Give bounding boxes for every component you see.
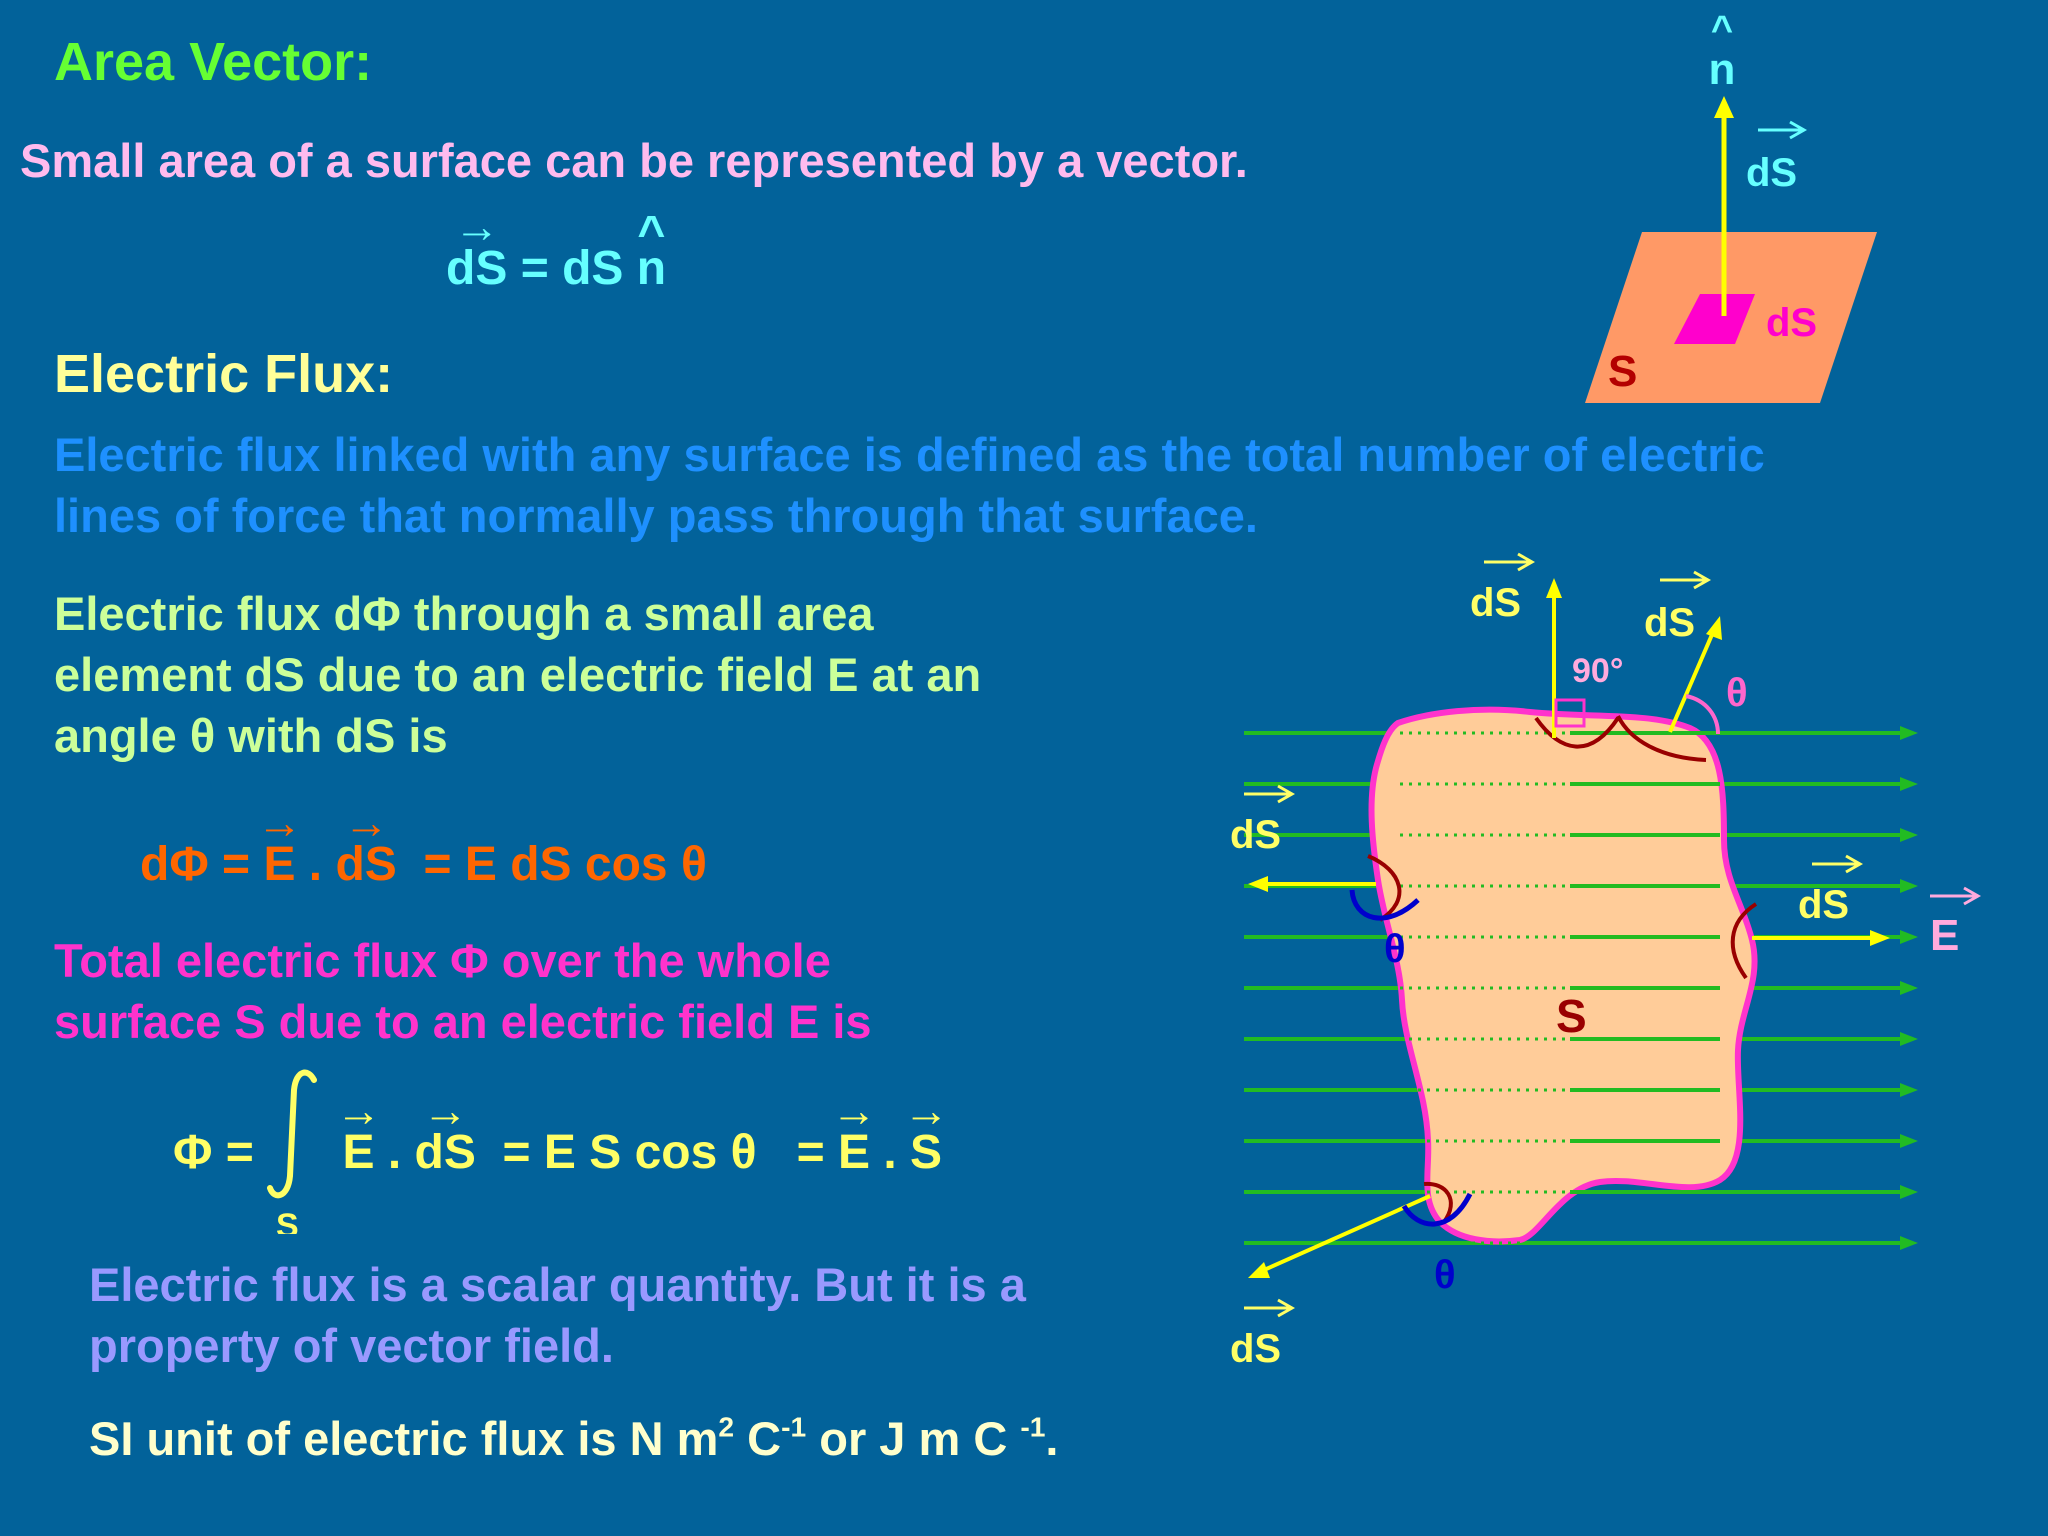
si-unit-mid-2: or J m C	[806, 1412, 1021, 1465]
ds-right-label: dS	[1798, 883, 1849, 927]
si-unit-suffix: .	[1045, 1412, 1059, 1465]
eq2-s-vector: S	[910, 1124, 942, 1183]
eq1-dot: .	[308, 838, 323, 891]
ds-bottom-label: dS	[1230, 1327, 1281, 1371]
theta-top-label: θ	[1726, 671, 1748, 715]
si-unit-sup-minus-1: -1	[781, 1410, 807, 1443]
angle-90-label: 90°	[1572, 652, 1623, 690]
eq1-rhs: = E dS cos θ	[423, 838, 707, 891]
ds-right-arrowhead-icon	[1870, 930, 1890, 946]
small-area-line-1: Electric flux dΦ through a small area	[54, 587, 874, 640]
field-line-arrowhead-icon	[1900, 930, 1918, 944]
integral-subscript: S	[276, 1207, 299, 1234]
area-vector-heading: Area Vector:	[54, 32, 373, 92]
field-line-arrowhead-icon	[1900, 1032, 1918, 1046]
ds-left-arrowhead-icon	[1248, 876, 1268, 892]
field-line-arrowhead-icon	[1900, 1134, 1918, 1148]
patch-right	[1730, 902, 1758, 980]
area-element-patch	[1674, 294, 1755, 344]
field-e-vector-arrow-icon	[1930, 886, 1982, 906]
ds-patch-label: dS	[1766, 301, 1817, 345]
si-unit-statement: SI unit of electric flux is N m2 C-1 or …	[89, 1410, 1058, 1467]
eq1-ds-vector: dS	[335, 836, 396, 895]
field-line-arrowhead-icon	[1900, 879, 1918, 893]
eq2-middle: = E S cos θ	[502, 1126, 757, 1179]
field-line-arrowhead-icon	[1900, 981, 1918, 995]
ds-top-right-vector-arrow-icon	[1660, 570, 1712, 590]
field-line-arrowhead-icon	[1900, 1185, 1918, 1199]
total-flux-equation: Φ = E . dS = E S cos θ = E . S	[173, 1124, 942, 1183]
integral-sign-icon	[267, 1069, 317, 1199]
small-area-line-2: element dS due to an electric field E at…	[54, 648, 982, 701]
si-unit-mid-1: C	[734, 1412, 782, 1465]
surface-s-label: S	[1608, 347, 1637, 396]
right-angle-marker-icon	[1554, 698, 1586, 728]
field-line-arrowhead-icon	[1900, 828, 1918, 842]
ds-right-vector-arrow-icon	[1812, 854, 1864, 874]
ds-left-vector-arrow-icon	[1244, 784, 1296, 804]
eq1-e-vector: E	[263, 836, 295, 895]
total-flux-line-2: surface S due to an electric field E is	[54, 995, 872, 1048]
si-unit-sup-2: 2	[718, 1410, 735, 1443]
patch-top-right	[1616, 715, 1707, 762]
field-line-arrowhead-icon	[1900, 1236, 1918, 1250]
area-vector-intro: Small area of a surface can be represent…	[20, 134, 1248, 187]
unit-normal-symbol: n	[637, 240, 666, 299]
ds-top-right-label: dS	[1644, 601, 1695, 645]
ds-top-label: dS	[1470, 581, 1521, 625]
theta-left-arc	[1349, 889, 1420, 921]
flux-definition-line-2: lines of force that normally pass throug…	[54, 489, 1258, 542]
theta-top-arc	[1685, 694, 1720, 735]
si-unit-sup-minus-1-b: -1	[1020, 1410, 1046, 1443]
area-vector-equation: dS = dS n	[446, 240, 666, 299]
surface-parallelogram	[1585, 232, 1877, 403]
ds-top-right-arrow	[1668, 629, 1716, 733]
normal-hat-icon: ^	[1711, 9, 1733, 51]
field-e-label: E	[1930, 911, 1959, 960]
ds-left-label: dS	[1230, 813, 1281, 857]
scalar-note-line-2: property of vector field.	[89, 1319, 614, 1372]
equals-sign: =	[520, 242, 549, 295]
patch-top	[1534, 716, 1620, 749]
normal-arrowhead-icon	[1714, 96, 1734, 118]
si-unit-prefix: SI unit of electric flux is N m	[89, 1412, 719, 1465]
field-lines-dotted	[1400, 731, 1720, 1245]
field-lines	[1244, 726, 1918, 1250]
theta-left-label: θ	[1384, 927, 1406, 971]
ds-vector-label: dS	[1746, 151, 1797, 195]
ds-vector-arrow-icon	[1758, 120, 1808, 140]
ds-top-arrowhead-icon	[1546, 578, 1562, 598]
ds-vector-symbol: dS	[446, 240, 507, 299]
small-area-line-3: angle θ with dS is	[54, 709, 448, 762]
eq2-e-vector-2: E	[838, 1124, 870, 1183]
differential-flux-equation: dΦ = E . dS = E dS cos θ	[140, 836, 707, 895]
field-line-arrowhead-icon	[1900, 726, 1918, 740]
flux-definition-line-1: Electric flux linked with any surface is…	[54, 428, 1765, 481]
eq2-e-vector: E	[342, 1124, 374, 1183]
irregular-surface-blob	[1368, 706, 1758, 1245]
field-line-arrowhead-icon	[1900, 1083, 1918, 1097]
ds-bottom-vector-arrow-icon	[1244, 1298, 1296, 1318]
eq2-equals: =	[796, 1126, 825, 1179]
theta-bottom-arc	[1401, 1192, 1473, 1227]
theta-bottom-label: θ	[1434, 1253, 1456, 1297]
total-flux-line-1: Total electric flux Φ over the whole	[54, 934, 831, 987]
eq2-dot: .	[387, 1126, 402, 1179]
eq2-dot-2: .	[883, 1126, 897, 1179]
flux-surface-s-label: S	[1556, 990, 1587, 1042]
normal-n-label: n	[1709, 45, 1736, 94]
scalar-note-line-1: Electric flux is a scalar quantity. But …	[89, 1258, 1026, 1311]
ds-top-vector-arrow-icon	[1484, 552, 1536, 572]
eq2-lhs: Φ =	[173, 1126, 254, 1179]
ds-top-right-arrowhead-icon	[1706, 616, 1722, 640]
eq1-lhs: dΦ =	[140, 838, 251, 891]
eq2-ds-vector: dS	[415, 1124, 476, 1183]
ds-bottom-arrowhead-icon	[1248, 1262, 1270, 1278]
field-line-arrowhead-icon	[1900, 777, 1918, 791]
ds-bottom-arrow	[1263, 1194, 1431, 1272]
patch-left	[1367, 854, 1402, 922]
patch-bottom	[1423, 1181, 1453, 1224]
ds-magnitude: dS	[562, 242, 624, 295]
electric-flux-heading: Electric Flux:	[54, 344, 394, 404]
